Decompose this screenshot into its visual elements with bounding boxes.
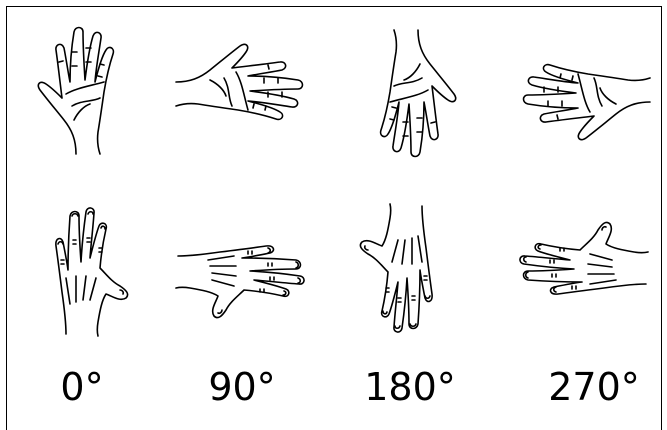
back-hand-270 xyxy=(512,200,667,340)
palm-hand-270 xyxy=(518,22,667,162)
rotation-label-270: 270° xyxy=(512,368,667,406)
rotation-label-180: 180° xyxy=(328,368,492,406)
rotation-label-0: 0° xyxy=(0,368,164,406)
palm-hand-90 xyxy=(168,22,332,162)
palm-hand-0 xyxy=(16,22,180,162)
back-hand-0 xyxy=(10,200,174,340)
back-hand-90 xyxy=(172,200,336,340)
rotation-label-90: 90° xyxy=(160,368,324,406)
back-hand-180 xyxy=(338,200,502,340)
palm-hand-180 xyxy=(338,22,502,162)
